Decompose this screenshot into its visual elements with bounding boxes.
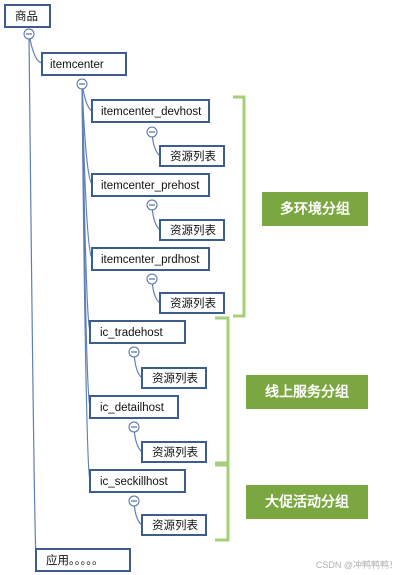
- group-brackets: [215, 95, 246, 542]
- node-host-ic-seckillhost[interactable]: ic_seckillhost: [89, 469, 186, 493]
- node-root-label: 商品: [15, 9, 38, 23]
- group-label-online: 线上服务分组: [246, 375, 368, 409]
- node-resource-label: 资源列表: [152, 518, 198, 532]
- edge-ic-host-6: [81, 83, 91, 481]
- edge-root-app: [28, 33, 37, 560]
- node-resource-label: 资源列表: [152, 445, 198, 459]
- node-host-label: itemcenter_devhost: [101, 106, 202, 118]
- group-label-promo: 大促活动分组: [246, 485, 368, 519]
- collapse-toggle-host[interactable]: [146, 199, 158, 211]
- node-resource-list[interactable]: 资源列表: [159, 145, 225, 167]
- collapse-toggle-host[interactable]: [146, 126, 158, 138]
- node-host-label: ic_detailhost: [100, 402, 165, 414]
- node-resource-list[interactable]: 资源列表: [141, 514, 207, 536]
- group-label-multi-env: 多环境分组: [262, 192, 368, 226]
- node-resource-list[interactable]: 资源列表: [141, 367, 207, 389]
- node-host-itemcenter-prdhost[interactable]: itemcenter_prdhost: [91, 247, 210, 271]
- node-host-ic-tradehost[interactable]: ic_tradehost: [89, 320, 186, 344]
- bracket-promo: [215, 463, 230, 542]
- watermark: CSDN @冲鸭鸭鸭！: [316, 559, 398, 570]
- node-host-label: ic_tradehost: [100, 327, 163, 339]
- node-host-label: ic_seckillhost: [100, 476, 169, 488]
- collapse-toggle-root[interactable]: [23, 28, 35, 40]
- group-label-text: 多环境分组: [280, 201, 350, 217]
- node-host-itemcenter-prehost[interactable]: itemcenter_prehost: [91, 173, 210, 197]
- collapse-toggle-host[interactable]: [128, 495, 140, 507]
- collapse-toggle-host[interactable]: [128, 421, 140, 433]
- node-itemcenter[interactable]: itemcenter: [41, 52, 127, 76]
- node-host-label: itemcenter_prehost: [101, 180, 200, 192]
- node-app[interactable]: 应用。。。。。: [35, 548, 131, 572]
- node-host-label: itemcenter_prdhost: [101, 254, 200, 266]
- collapse-toggle-host[interactable]: [128, 346, 140, 358]
- bracket-online: [215, 316, 230, 465]
- bracket-multi-env: [233, 95, 246, 318]
- node-resource-list[interactable]: 资源列表: [141, 441, 207, 463]
- node-app-label: 应用。。。。。: [46, 553, 104, 567]
- collapse-toggle-host[interactable]: [146, 273, 158, 285]
- node-itemcenter-label: itemcenter: [50, 59, 104, 71]
- node-host-itemcenter-devhost[interactable]: itemcenter_devhost: [91, 99, 210, 123]
- collapse-toggle-itemcenter[interactable]: [76, 78, 88, 90]
- node-host-ic-detailhost[interactable]: ic_detailhost: [89, 395, 179, 419]
- node-resource-label: 资源列表: [170, 149, 216, 163]
- node-resource-label: 资源列表: [170, 223, 216, 237]
- node-root[interactable]: 商品: [4, 4, 51, 28]
- node-resource-label: 资源列表: [170, 296, 216, 310]
- node-resource-list[interactable]: 资源列表: [159, 292, 225, 314]
- node-resource-list[interactable]: 资源列表: [159, 219, 225, 241]
- node-resource-label: 资源列表: [152, 371, 198, 385]
- group-label-text: 大促活动分组: [265, 494, 349, 510]
- group-label-text: 线上服务分组: [265, 384, 349, 400]
